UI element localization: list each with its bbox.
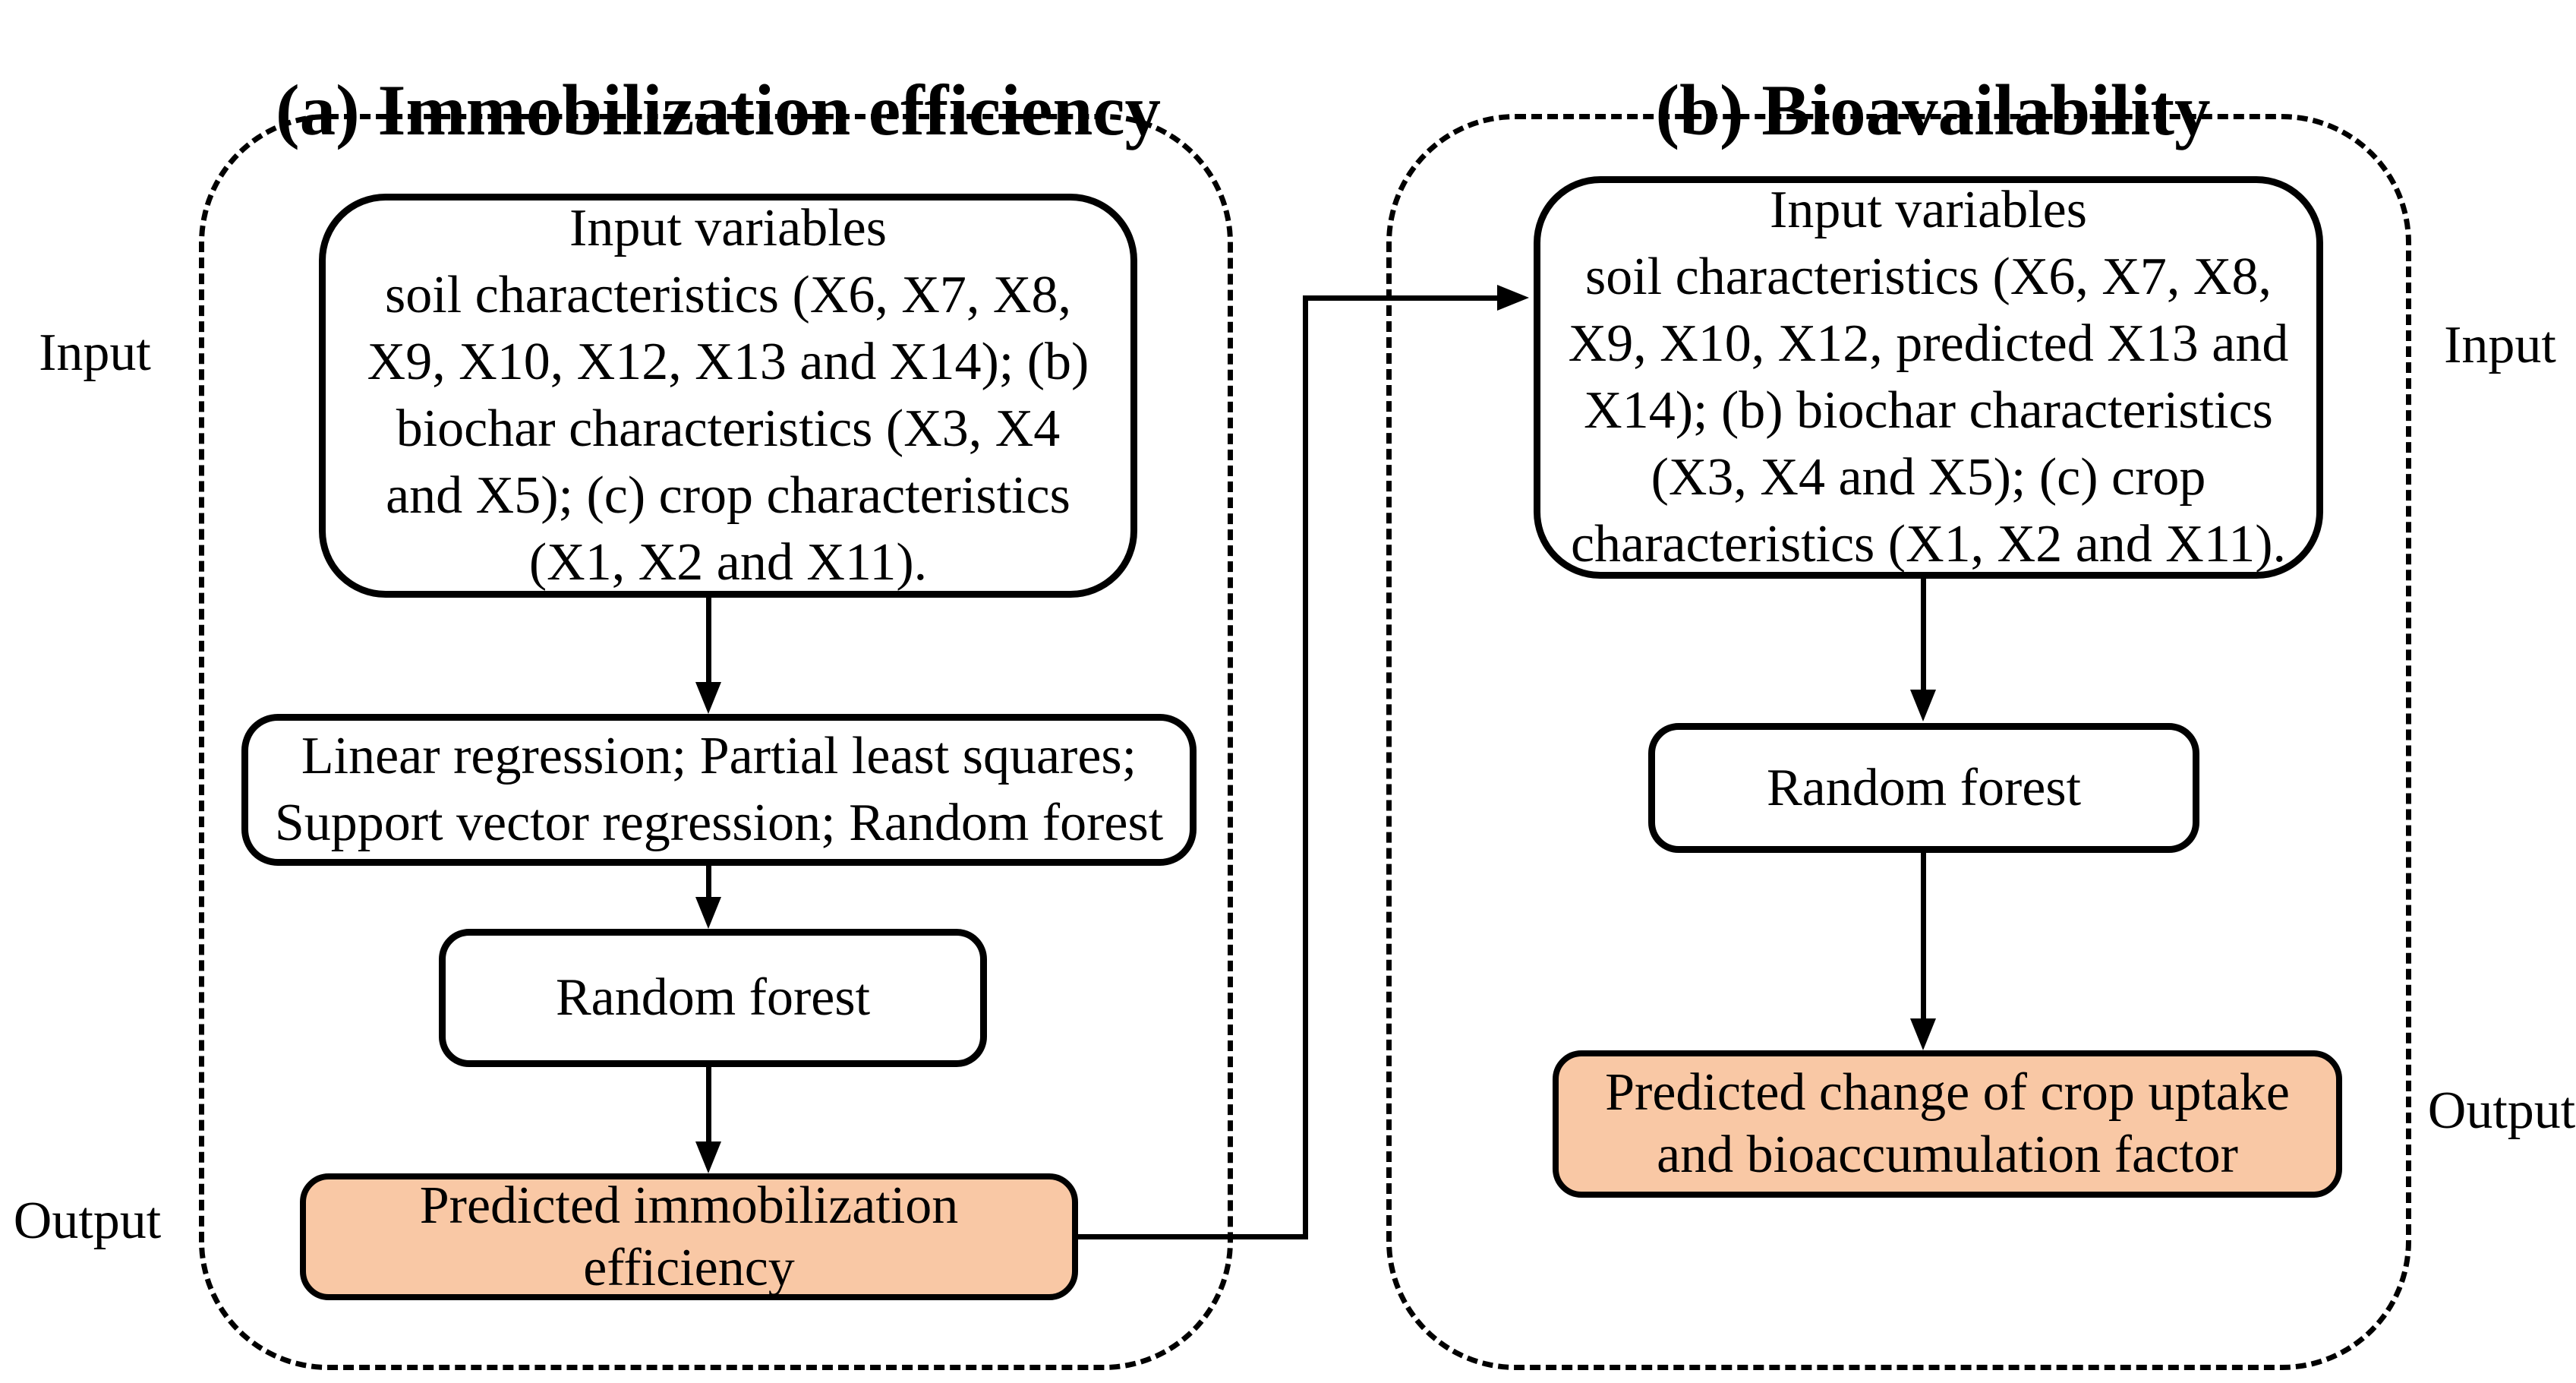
arrow-a1-head-icon bbox=[695, 682, 721, 714]
panel-a-random-forest-box: Random forest bbox=[439, 929, 987, 1067]
input-variables-line: X9, X10, X12, predicted X13 and bbox=[1568, 314, 2289, 373]
input-variables-line: soil characteristics (X6, X7, X8, bbox=[385, 266, 1071, 324]
random-forest-label: Random forest bbox=[1766, 758, 2082, 817]
panel-a-input-variables-box: Input variables soil characteristics (X6… bbox=[319, 194, 1137, 598]
panel-b-input-label: Input bbox=[2444, 316, 2556, 374]
panel-a-input-label: Input bbox=[39, 324, 151, 382]
connector-top-segment bbox=[1303, 295, 1500, 301]
random-forest-label: Random forest bbox=[555, 968, 871, 1027]
panel-a-predicted-output-box: Predicted immobilization efficiency bbox=[300, 1173, 1078, 1300]
predicted-output-line: and bioaccumulation factor bbox=[1657, 1126, 2238, 1184]
connector-vertical-segment bbox=[1303, 295, 1308, 1239]
input-variables-line: X14); (b) biochar characteristics bbox=[1584, 381, 2273, 440]
methods-line: Support vector regression; Random forest bbox=[274, 794, 1164, 852]
panel-b-title: (b) Bioavailability bbox=[1655, 70, 2211, 150]
input-variables-line: characteristics (X1, X2 and X11). bbox=[1570, 515, 2287, 573]
panel-b-output-label: Output bbox=[2427, 1081, 2576, 1140]
methods-line: Linear regression; Partial least squares… bbox=[301, 727, 1137, 785]
arrow-b2-line bbox=[1921, 853, 1926, 1020]
arrow-b1-head-icon bbox=[1910, 690, 1936, 721]
panel-a-dashed-boundary bbox=[199, 114, 1233, 1370]
input-variables-line: Input variables bbox=[1770, 181, 2087, 239]
arrow-a1-line bbox=[706, 598, 711, 685]
panel-b-dashed-boundary bbox=[1386, 114, 2411, 1370]
connector-bottom-segment bbox=[1078, 1234, 1308, 1239]
arrow-a2-head-icon bbox=[695, 897, 721, 929]
panel-b-random-forest-box: Random forest bbox=[1648, 723, 2199, 853]
panel-b-predicted-output-box: Predicted change of crop uptake and bioa… bbox=[1553, 1050, 2342, 1198]
input-variables-line: biochar characteristics (X3, X4 bbox=[396, 399, 1061, 458]
predicted-output-line: Predicted change of crop uptake bbox=[1605, 1063, 2290, 1122]
arrow-a3-line bbox=[706, 1067, 711, 1143]
connector-arrow-head-icon bbox=[1497, 285, 1529, 311]
predicted-output-line: efficiency bbox=[583, 1238, 795, 1297]
input-variables-line: (X3, X4 and X5); (c) crop bbox=[1651, 448, 2206, 507]
input-variables-line: soil characteristics (X6, X7, X8, bbox=[1585, 248, 2272, 306]
predicted-output-line: Predicted immobilization bbox=[419, 1176, 959, 1235]
panel-a-output-label: Output bbox=[13, 1192, 162, 1250]
panel-b-input-variables-box: Input variables soil characteristics (X6… bbox=[1534, 176, 2323, 579]
arrow-a3-head-icon bbox=[695, 1141, 721, 1173]
panel-a-methods-box: Linear regression; Partial least squares… bbox=[241, 714, 1197, 866]
input-variables-line: and X5); (c) crop characteristics bbox=[386, 466, 1070, 525]
input-variables-line: (X1, X2 and X11). bbox=[528, 533, 928, 592]
input-variables-line: Input variables bbox=[569, 199, 887, 257]
panel-a-title: (a) Immobilization efficiency bbox=[275, 70, 1162, 150]
input-variables-line: X9, X10, X12, X13 and X14); (b) bbox=[367, 333, 1089, 391]
arrow-b1-line bbox=[1921, 579, 1926, 691]
arrow-b2-head-icon bbox=[1910, 1018, 1936, 1050]
arrow-a2-line bbox=[706, 866, 711, 900]
